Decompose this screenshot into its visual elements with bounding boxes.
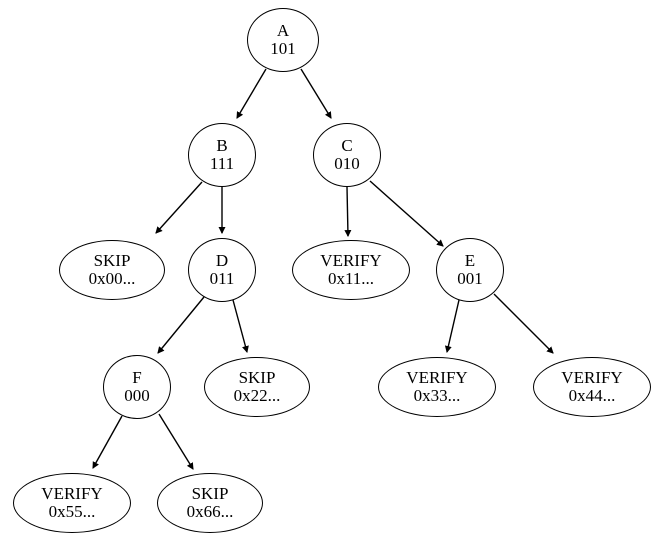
node-label-secondary: 0x33... — [413, 386, 461, 405]
node-label-primary: SKIP — [191, 483, 229, 503]
node-label-primary: F — [132, 367, 142, 387]
node-label-primary: B — [216, 135, 228, 155]
node-label-secondary: 0x00... — [88, 269, 136, 288]
node-label-secondary: 101 — [270, 39, 296, 58]
edge-e-to-ver33 — [444, 299, 460, 354]
edge-f-to-skip66 — [158, 413, 194, 470]
node-label-secondary: 0x55... — [48, 502, 96, 521]
edge-a-to-b — [236, 68, 267, 119]
node-label-secondary: 111 — [209, 154, 235, 173]
edge-c-to-ver11 — [344, 186, 352, 238]
node-label-primary: E — [464, 250, 476, 270]
node-label-primary: SKIP — [238, 367, 276, 387]
edge-d-to-f — [157, 296, 205, 354]
node-label-primary: VERIFY — [41, 483, 103, 503]
node-label-primary: VERIFY — [561, 367, 623, 387]
edge-b-to-skip0 — [155, 181, 203, 234]
node-label-secondary: 000 — [124, 386, 150, 405]
edge-a-to-c — [300, 68, 332, 119]
edge-c-to-e — [369, 180, 444, 247]
node-label-primary: D — [215, 250, 229, 270]
node-label-primary: C — [341, 135, 353, 155]
node-label-secondary: 0x44... — [568, 386, 616, 405]
node-label-secondary: 010 — [334, 154, 360, 173]
node-label-secondary: 011 — [209, 269, 235, 288]
node-label-primary: SKIP — [93, 250, 131, 270]
edge-e-to-ver44 — [493, 293, 554, 354]
edge-f-to-ver55 — [92, 415, 123, 469]
node-label-primary: A — [276, 20, 290, 40]
node-label-secondary: 001 — [457, 269, 483, 288]
node-label-secondary: 0x11... — [327, 269, 375, 288]
node-label-primary: VERIFY — [406, 367, 468, 387]
node-label-secondary: 0x66... — [186, 502, 234, 521]
node-label-primary: VERIFY — [320, 250, 382, 270]
node-label-secondary: 0x22... — [233, 386, 281, 405]
edge-d-to-skip22 — [232, 299, 249, 354]
